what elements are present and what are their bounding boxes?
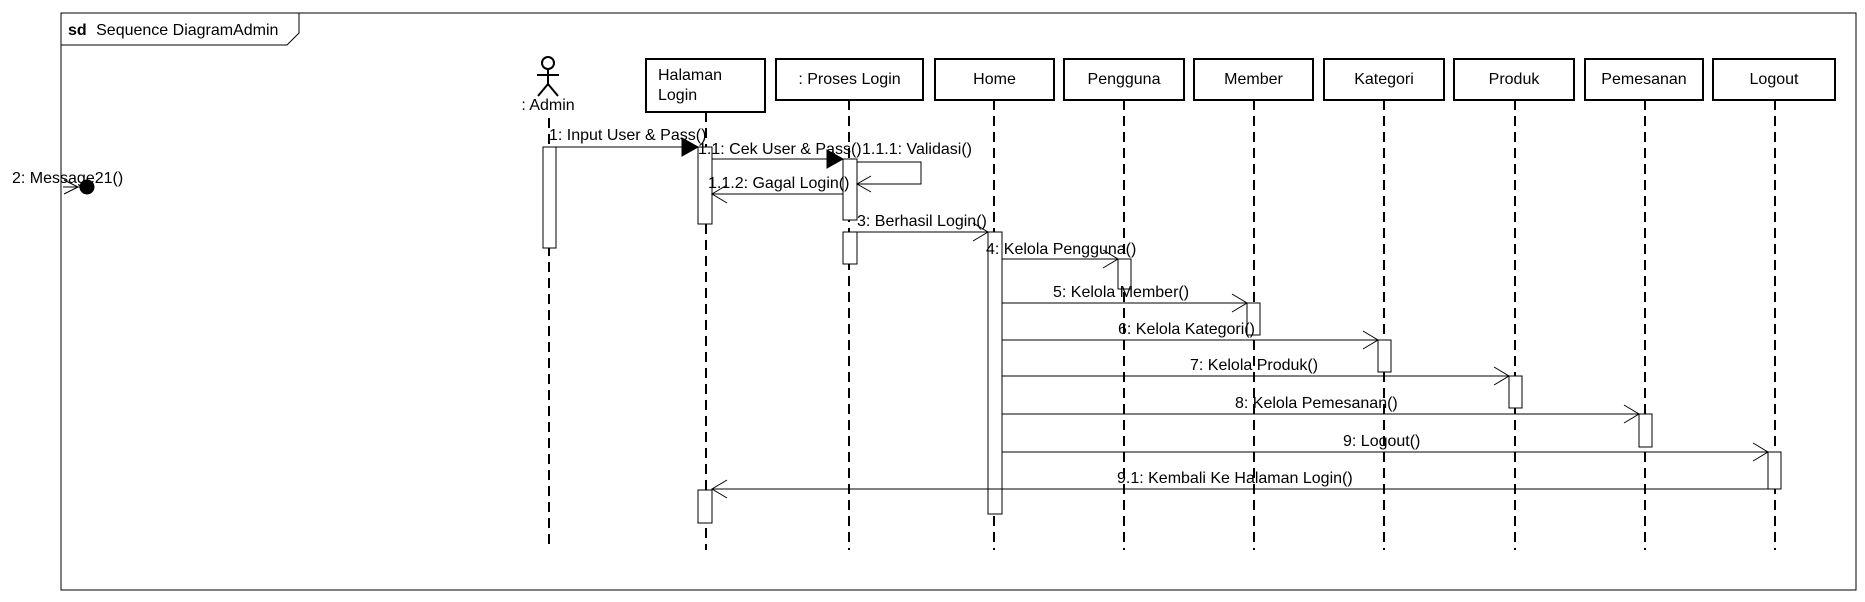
- lifeline-label-line: Halaman: [658, 67, 722, 84]
- frame-title: sd Sequence DiagramAdmin: [68, 22, 278, 39]
- lifeline-pengguna: Pengguna: [1063, 58, 1185, 550]
- activation-bar: [697, 489, 713, 524]
- lifeline-label: : Admin: [521, 97, 574, 114]
- lifeline-label-line: Login: [658, 87, 697, 104]
- message-gagal-login: 1.1.2: Gagal Login(): [708, 175, 849, 204]
- lifeline-label: Pengguna: [1088, 71, 1161, 88]
- activation-bar: [1767, 451, 1782, 490]
- activation-bar: [1377, 339, 1392, 373]
- message-kelola-pemesanan: 8: Kelola Pemesanan(): [1002, 395, 1640, 424]
- activation-bar: [697, 146, 713, 225]
- message-label: 1.1: Cek User & Pass(): [698, 141, 862, 158]
- found-message-dot: [79, 179, 95, 195]
- message-validasi: 1.1.1: Validasi(): [855, 141, 972, 193]
- found-message-label: 2: Message21(): [12, 170, 123, 187]
- frame-keyword: sd: [68, 22, 87, 39]
- message-label: 9: Logout(): [1343, 433, 1420, 450]
- lifeline-label: Produk: [1489, 71, 1541, 88]
- lifeline-label: : Proses Login: [798, 71, 900, 88]
- actor-icon: [537, 56, 559, 97]
- found-message: 2: Message21(): [12, 170, 123, 195]
- activation-bar: [842, 158, 858, 221]
- diagram-frame: sd Sequence DiagramAdmin: [60, 12, 1857, 591]
- activation-bar: [1638, 413, 1653, 448]
- message-input-user-pass: 1: Input User & Pass(): [549, 127, 706, 157]
- activation-bar: [1246, 302, 1261, 336]
- message-label: 1: Input User & Pass(): [549, 127, 706, 144]
- message-label: 3: Berhasil Login(): [857, 213, 987, 230]
- activation-bar: [842, 231, 858, 265]
- lifeline-label: Member: [1224, 71, 1283, 88]
- lifeline-label: Logout: [1750, 71, 1799, 88]
- message-label: 4: Kelola Pengguna(): [986, 241, 1136, 258]
- message-berhasil-login: 3: Berhasil Login(): [857, 213, 989, 242]
- message-label: 5: Kelola Member(): [1053, 284, 1189, 301]
- message-label: 1.1.2: Gagal Login(): [708, 175, 849, 192]
- messages: 1: Input User & Pass() 1.1: Cek User & P…: [12, 127, 1769, 499]
- message-label: 9.1: Kembali Ke Halaman Login(): [1117, 470, 1353, 487]
- message-logout: 9: Logout(): [1002, 433, 1769, 462]
- message-label: 7: Kelola Produk(): [1190, 357, 1318, 374]
- activation-bars: [542, 146, 1782, 524]
- lifeline-proses-login: : Proses Login: [775, 58, 924, 550]
- message-kembali-ke-halaman-login: 9.1: Kembali Ke Halaman Login(): [711, 470, 1768, 499]
- message-label: 6: Kelola Kategori(): [1118, 321, 1255, 338]
- activation-bar: [1117, 258, 1132, 290]
- activation-bar: [987, 231, 1003, 515]
- message-label: 8: Kelola Pemesanan(): [1235, 395, 1398, 412]
- activation-bar: [1508, 375, 1523, 409]
- lifeline-kategori: Kategori: [1323, 58, 1445, 550]
- lifeline-label: Kategori: [1354, 71, 1414, 88]
- lifeline-pemesanan: Pemesanan: [1584, 58, 1704, 550]
- lifeline-produk: Produk: [1453, 58, 1575, 550]
- message-kelola-produk: 7: Kelola Produk(): [1002, 357, 1510, 386]
- activation-bar: [542, 146, 557, 249]
- lifeline-label: Pemesanan: [1601, 71, 1686, 88]
- lifeline-label: Home: [973, 71, 1016, 88]
- frame-name: Sequence DiagramAdmin: [96, 22, 278, 39]
- message-label: 1.1.1: Validasi(): [862, 141, 972, 158]
- lifeline-member: Member: [1193, 58, 1314, 550]
- message-kelola-member: 5: Kelola Member(): [1002, 284, 1248, 313]
- message-cek-user-pass: 1.1: Cek User & Pass(): [698, 141, 862, 169]
- message-kelola-pengguna: 4: Kelola Pengguna(): [986, 241, 1136, 269]
- message-kelola-kategori: 6: Kelola Kategori(): [1002, 321, 1379, 350]
